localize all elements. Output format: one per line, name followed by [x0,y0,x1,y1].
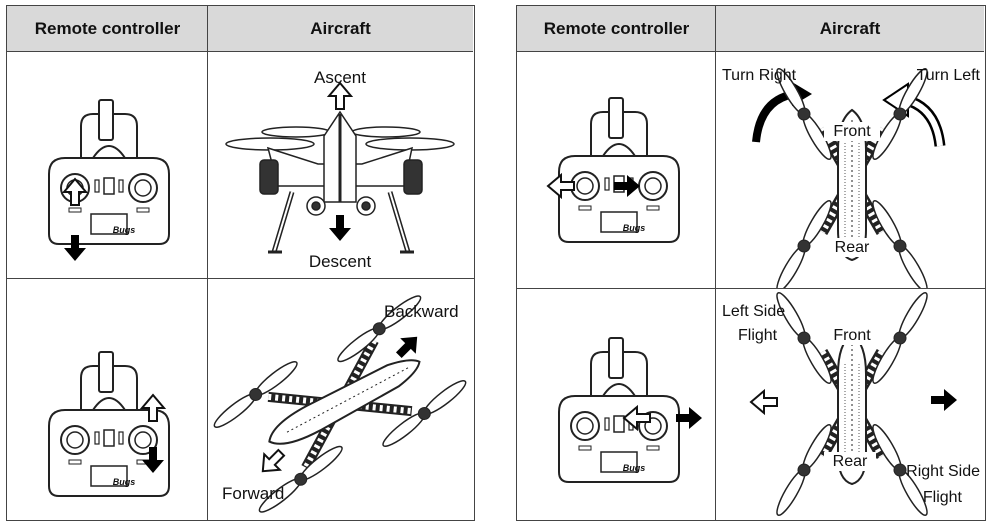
row-divider [7,278,474,279]
column-divider [715,6,716,520]
remote-roll-left-right: Bugs [517,290,715,520]
label-right-side: Right Side [906,463,980,480]
label-front: Front [824,326,880,345]
label-left-side: Left Side [722,303,786,320]
header-remote-controller: Remote controller [517,6,716,52]
label-turn-left: Turn Left [916,67,980,84]
drone-perspective-view [210,291,470,517]
label-ascent: Ascent [314,68,366,87]
hollow-arrow-icon [750,390,778,414]
aircraft-side-flight: Left Side Flight Front Rear Right Side F… [716,290,984,520]
header-aircraft: Aircraft [208,6,473,52]
hollow-arrow-icon [254,444,290,480]
aircraft-forward-backward: Backward Forward [208,280,473,520]
label-descent: Descent [308,252,372,271]
controller-badge-text: Bugs [112,225,136,235]
label-forward: Forward [222,484,285,503]
right-instruction-table: Remote controller Aircraft Bugs Turn Rig… [516,5,986,521]
label-rear: Rear [824,452,876,471]
label-right-side-flight: Flight [922,489,962,506]
aircraft-turn-left-right: Turn Right Turn Left Front Rear [716,52,984,288]
drone-front-view [225,110,455,254]
label-turn-right: Turn Right [722,67,797,84]
row-divider [517,288,985,289]
controller-badge-text: Bugs [112,477,136,487]
label-rear: Rear [826,238,878,257]
column-divider [207,6,208,520]
left-instruction-table: Remote controller Aircraft Bugs [6,5,475,521]
label-backward: Backward [384,302,459,321]
header-aircraft: Aircraft [716,6,984,52]
remote-yaw-left-right: Bugs [517,52,715,288]
remote-throttle-up-down: Bugs [7,52,207,278]
label-front: Front [824,122,880,141]
header-remote-controller: Remote controller [7,6,208,52]
drone-top-view [773,290,931,518]
aircraft-ascent-descent: Ascent Descent [208,52,473,278]
solid-arrow-icon [391,329,425,363]
solid-arrow-icon [931,389,957,411]
controller-badge-text: Bugs [622,223,646,233]
controller-badge-text: Bugs [622,463,646,473]
solid-arrow-icon [329,215,351,241]
label-left-side-flight: Flight [738,327,778,344]
remote-pitch-forward-backward: Bugs [7,280,207,520]
